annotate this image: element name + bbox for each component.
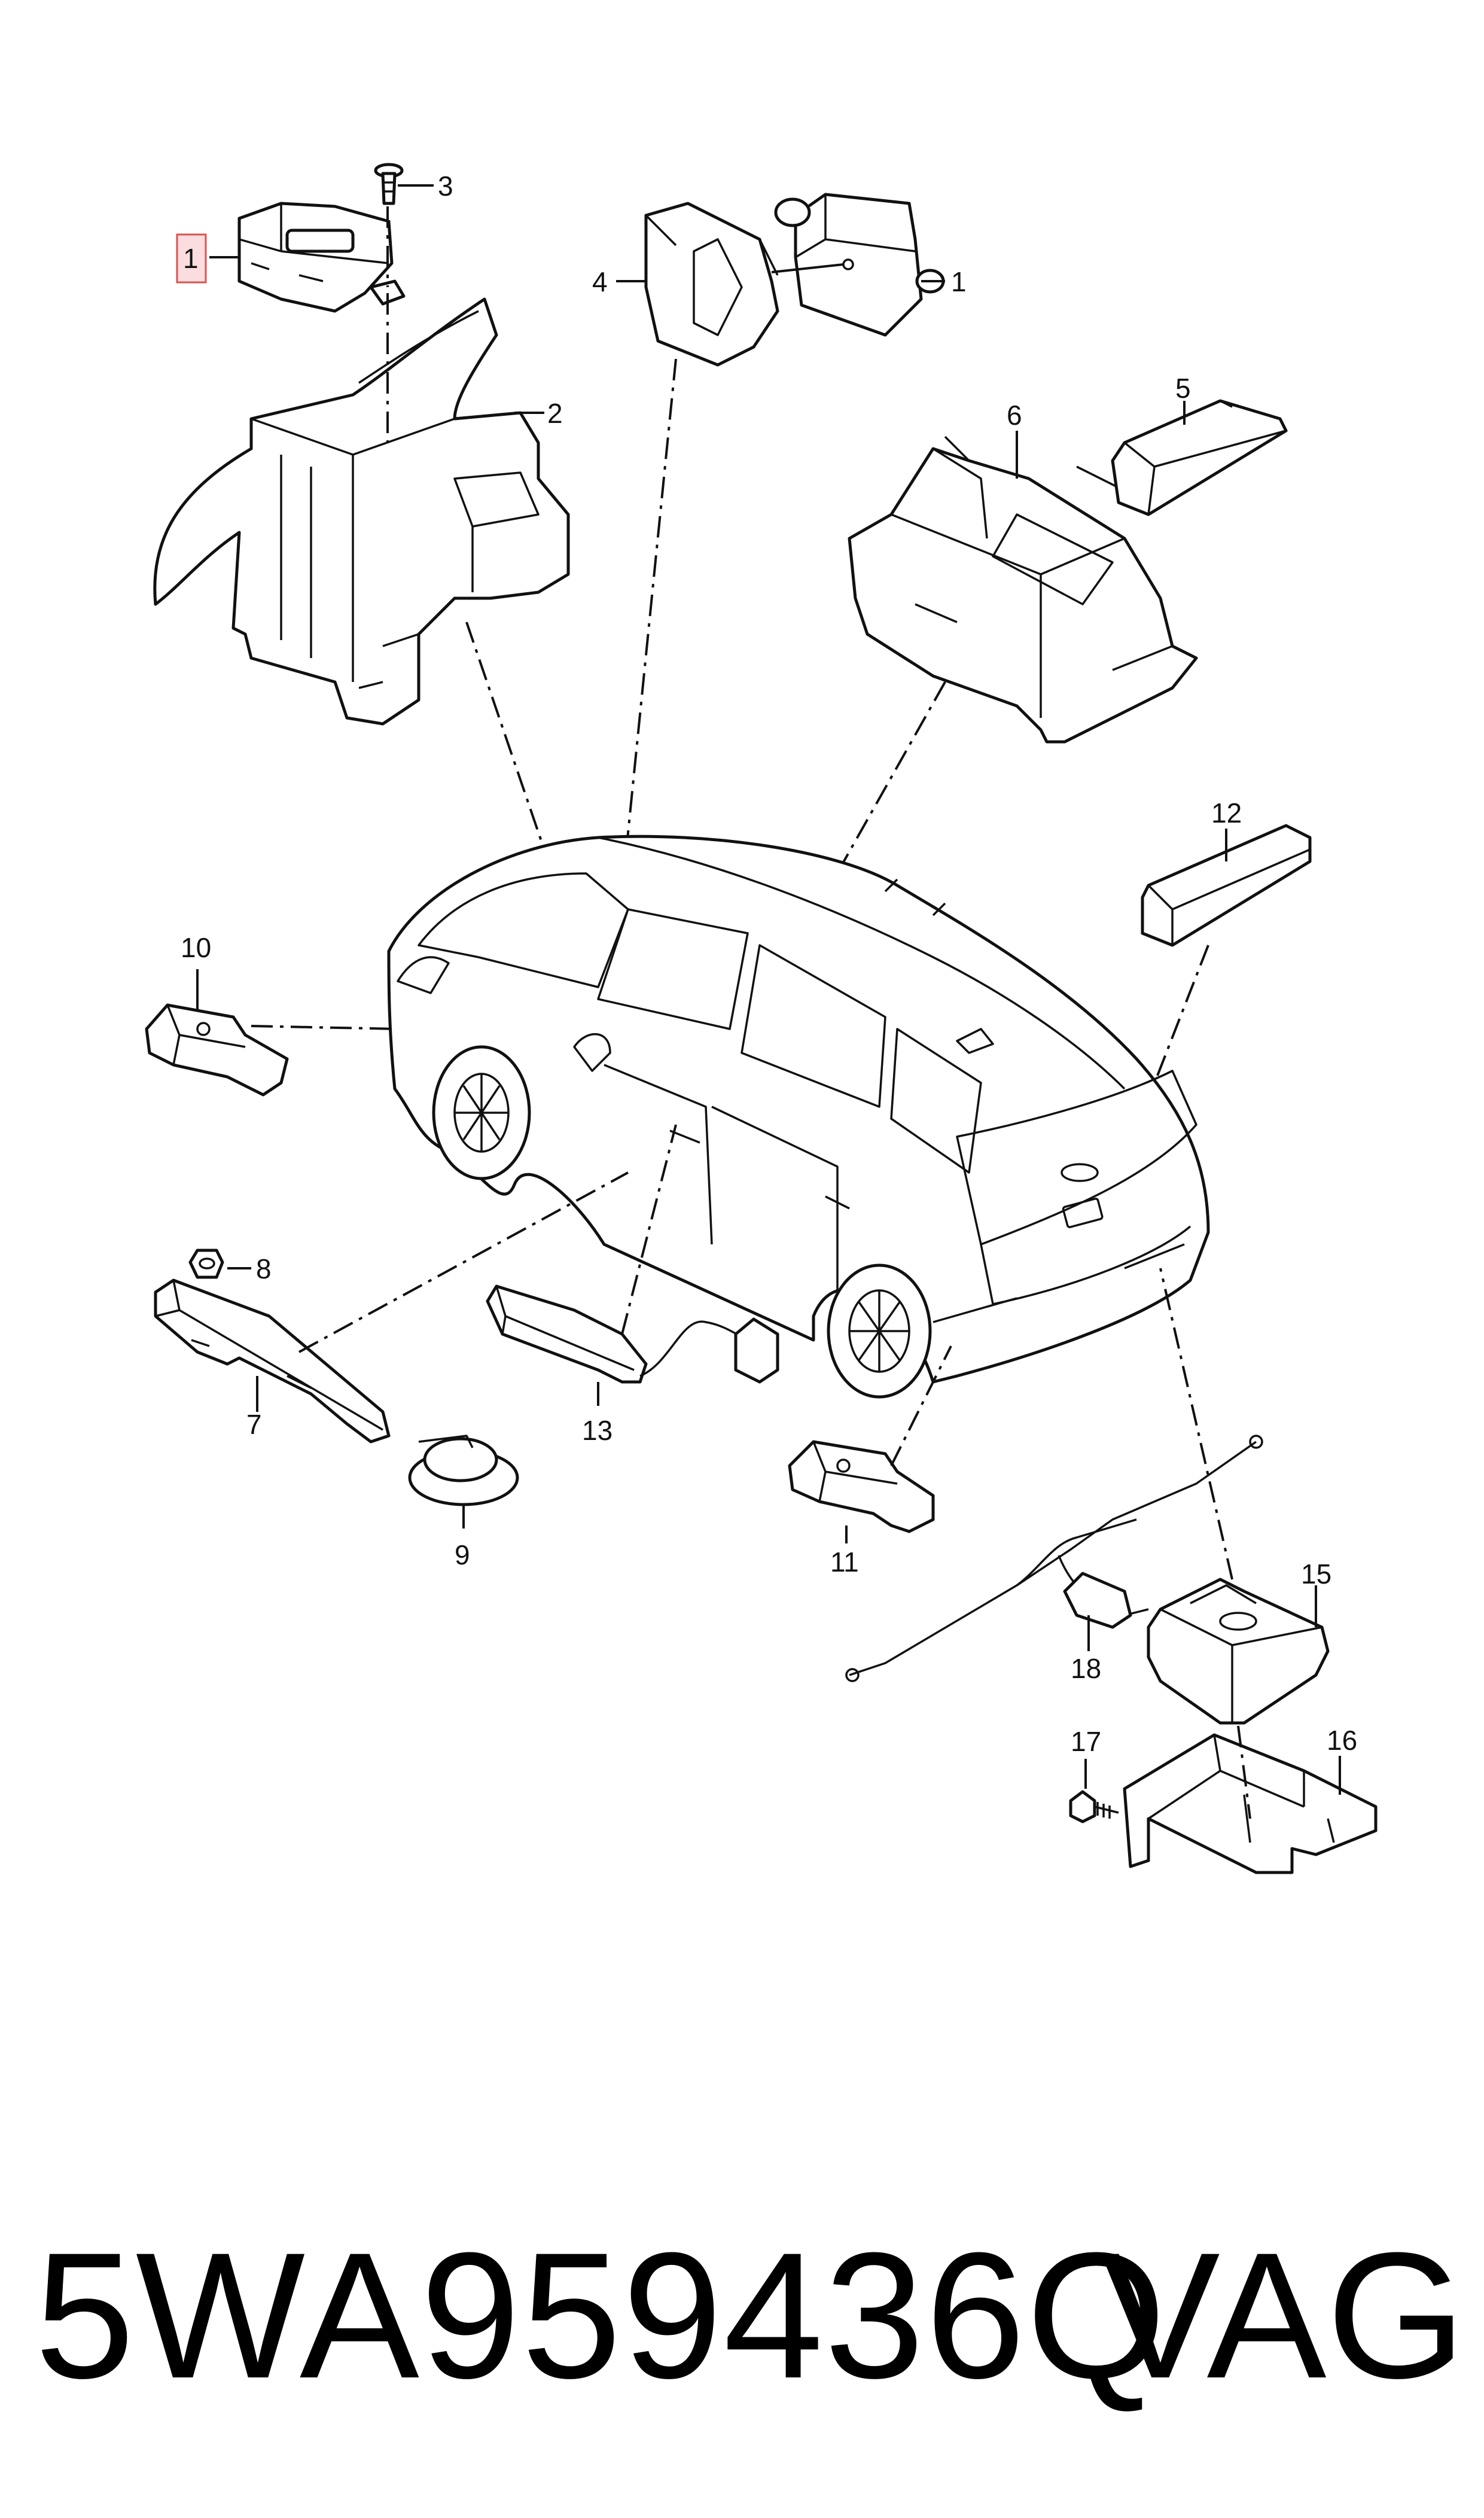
callout-9: 9 [455, 1539, 470, 1570]
part-3-rivet [374, 163, 404, 205]
callout-1-right: 1 [951, 266, 967, 297]
part-7-rail [154, 1278, 391, 1444]
dash-15-to-16 [1237, 1725, 1251, 1819]
car-illustration [387, 835, 1210, 1399]
callout-11: 11 [830, 1546, 859, 1578]
part-1-control-unit-left [237, 202, 406, 313]
callout-2: 2 [547, 398, 563, 429]
callout-3: 3 [438, 170, 453, 202]
part-6-box-tray [848, 436, 1198, 744]
callout-5: 5 [1175, 373, 1191, 404]
dash-13-to-car [621, 1124, 677, 1335]
part-13-antenna-cable [486, 1284, 779, 1384]
part-12-antenna-strip [1141, 824, 1312, 947]
leader-4-to-1 [771, 263, 844, 273]
callout-15: 15 [1301, 1558, 1331, 1590]
callout-13: 13 [582, 1415, 613, 1446]
callout-4: 4 [592, 266, 608, 297]
exploded-parts-diagram: 1 3 2 4 1 [145, 163, 1378, 1874]
dash-10-to-car [251, 1025, 398, 1030]
part-17-screw [1069, 1790, 1119, 1823]
callout-7: 7 [246, 1409, 262, 1440]
callout-1-left: 1 [183, 243, 199, 274]
callout-18: 18 [1071, 1653, 1101, 1684]
part-9-grommet [408, 1435, 519, 1506]
part-18-wiring-harness [845, 1435, 1263, 1682]
callout-1-highlight-box [176, 233, 207, 284]
callout-6: 6 [1007, 400, 1022, 431]
callout-10: 10 [181, 932, 211, 963]
dash-7-to-car [298, 1171, 629, 1353]
part-16-bracket [1123, 1733, 1378, 1874]
dash-15-to-car [1159, 1268, 1233, 1580]
part-5-strip [1111, 399, 1288, 516]
part-8-nut [188, 1249, 224, 1279]
part-number-caption: 5WA959436Q [35, 2215, 1168, 2416]
part-2-bracket [153, 297, 570, 726]
callout-8: 8 [256, 1253, 272, 1284]
part-15-control-unit [1147, 1578, 1330, 1725]
part-4-holder [644, 202, 779, 367]
part-10-module [145, 1003, 289, 1097]
dash-4-to-car [615, 358, 677, 952]
brand-caption: VAG [1100, 2215, 1466, 2416]
part-1-control-unit-right [774, 193, 945, 337]
callout-17: 17 [1071, 1726, 1101, 1757]
part-11-module [788, 1440, 935, 1533]
callout-16: 16 [1327, 1725, 1357, 1756]
callout-12: 12 [1211, 797, 1242, 829]
